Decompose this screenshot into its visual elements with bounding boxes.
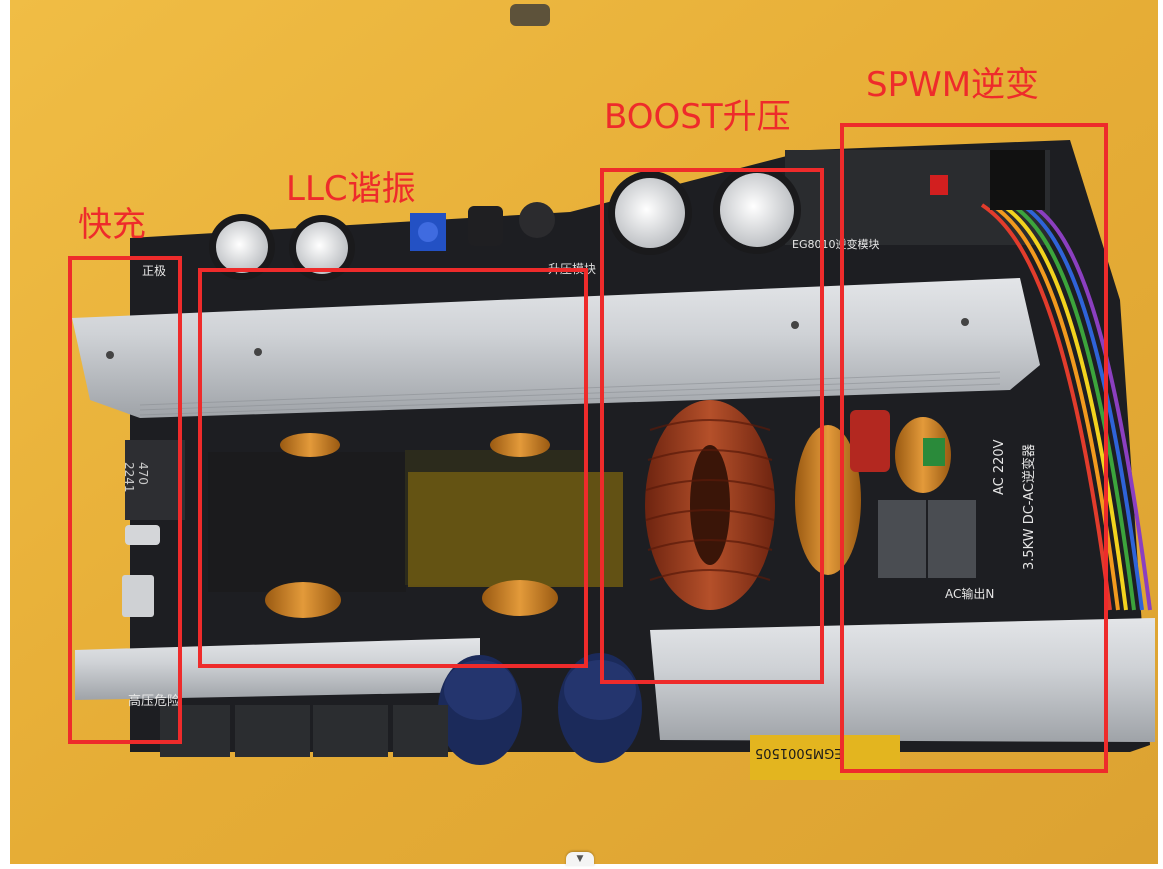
annotation-box-boost bbox=[600, 168, 824, 684]
annotation-box-fast-charge bbox=[68, 256, 182, 744]
annotation-label-llc: LLC谐振 bbox=[286, 169, 416, 209]
silk-egs-module: EG8010逆变模块 bbox=[792, 238, 880, 251]
silk-ac-out-n: AC输出N bbox=[945, 587, 995, 601]
annotation-label-fast-charge: 快充 bbox=[78, 205, 146, 245]
silk-positive: 正极 bbox=[142, 264, 167, 278]
annotation-label-boost: BOOST升压 bbox=[604, 97, 791, 137]
annotation-box-llc bbox=[198, 268, 588, 668]
capacitor-group-top bbox=[209, 166, 801, 281]
chevron-down-icon[interactable]: ▼ bbox=[566, 852, 594, 866]
silk-high-voltage: 高压危险 bbox=[128, 694, 181, 709]
annotation-box-spwm bbox=[840, 123, 1108, 773]
fuse-code-label: EGM5001505 bbox=[755, 745, 843, 760]
annotation-label-spwm: SPWM逆变 bbox=[866, 65, 1040, 105]
